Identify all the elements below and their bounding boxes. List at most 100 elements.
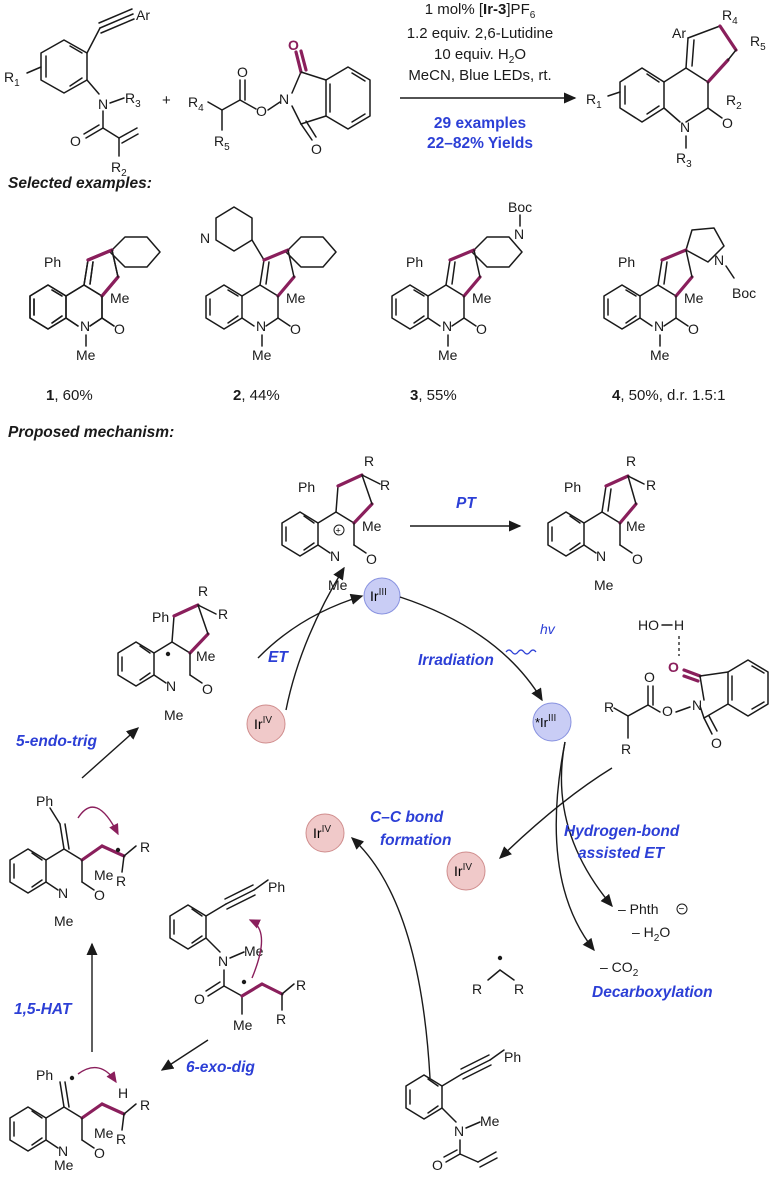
ir3-excited-label: *IrIII [535,713,556,730]
label-o: O [202,681,213,697]
alkyl-radical-intermediate: Ph R R Me N O Me [9,793,150,929]
label-me: Me [233,1017,253,1033]
label-me: Me [650,347,670,363]
reactant-nhpi-ester: R4 R5 O O N O O [188,37,371,157]
label-r1: R1 [4,69,20,89]
example-4: N Boc Ph Me N O Me [618,227,756,363]
exo-dig-arrow [160,1039,209,1071]
label-n: N [279,91,289,107]
label-me: Me [196,648,216,664]
nhpi-ester-hbond: HO H O O N O O R R [604,617,769,757]
alkyl-radical: R R [472,955,524,997]
endo-arrow [81,727,140,779]
label-o: O [476,321,487,337]
step-cc-1: C–C bond [370,809,444,826]
label-o: O [632,551,643,567]
example-2-label: 2, 44% [233,387,280,404]
byproduct-phth: – Phth [618,901,658,917]
cation-charge: + [336,526,341,536]
label-me: Me [438,347,458,363]
reactant-alkyne-acrylamide: Ar R1 N R3 O R2 [4,7,150,179]
label-ph: Ph [406,254,423,270]
step-decarboxylation: Decarboxylation [592,984,713,1001]
label-n: N [80,318,90,334]
label-r3: R3 [676,150,692,170]
label-me: Me [472,290,492,306]
label-hoh: HO [638,617,659,633]
label-n: N [256,318,266,334]
ir3-excited [532,702,572,742]
label-n: N [692,697,702,713]
hv-label: hv [540,621,556,637]
label-me: Me [110,290,130,306]
label-me: Me [94,1125,114,1141]
label-ph: Ph [36,793,53,809]
label-o: O [237,64,248,80]
label-o: O [194,991,205,1007]
label-me: Me [54,1157,74,1173]
label-me: Me [480,1113,500,1129]
label-n: N [442,318,452,334]
radical-cyclized-intermediate: Ph R R Me N O Me [117,583,228,723]
label-n: N [98,96,108,112]
label-r: R [140,1097,150,1113]
label-me: Me [54,913,74,929]
label-o: O [366,551,377,567]
label-ph: Ph [36,1067,53,1083]
label-o: O [311,141,322,157]
label-n: N [200,230,210,246]
label-ph: Ph [152,609,169,625]
label-r: R [380,477,390,493]
label-o: O [94,887,105,903]
step-hbond-1: Hydrogen-bond [564,823,680,840]
label-ph: Ph [44,254,61,270]
label-r5: R5 [750,33,766,53]
final-product: Ph R R Me N O Me [547,453,656,593]
label-o: O [290,321,301,337]
cyclohexane-ring [285,236,337,268]
label-o: O [256,103,267,119]
label-ph: Ph [298,479,315,495]
pyridine-ring [215,206,253,252]
step-1-5-hat: 1,5-HAT [14,1001,73,1018]
condition-water: 10 equiv. H2O [434,46,526,66]
label-o: O [711,735,722,751]
ir3-ground-state [363,577,401,615]
ir4-label: IrIV [454,862,472,879]
label-h: H [674,617,684,633]
label-o: O [70,133,81,149]
label-me: Me [76,347,96,363]
label-ar: Ar [136,7,150,23]
label-me: Me [252,347,272,363]
label-r1: R1 [586,91,602,111]
label-o: O [94,1145,105,1161]
ir4-label: IrIV [254,715,272,732]
label-o: O [722,115,733,131]
label-r: R [140,839,150,855]
example-2: N Me N O Me [200,206,337,363]
label-r: R [621,741,631,757]
label-r: R [646,477,656,493]
vinyl-radical-intermediate: Ph H R R Me N O Me [9,1066,150,1173]
label-ph: Ph [268,879,285,895]
label-n: N [58,885,68,901]
label-n: N [166,678,176,694]
label-me: Me [362,518,382,534]
ir4-label: IrIV [313,824,331,841]
example-1: Ph Me N O Me [44,236,161,363]
label-ar: Ar [672,25,686,41]
step-pt: PT [456,495,477,512]
label-r2: R2 [726,92,742,112]
label-n: N [330,548,340,564]
label-r: R [472,981,482,997]
label-r: R [116,1131,126,1147]
ir3-label: IrIII [370,587,387,604]
product-general: R1 Ar R4 R5 R2 O N R3 [586,7,766,170]
adduct-radical-intermediate: Ph N Me O Me R R [169,879,306,1033]
label-r5: R5 [214,133,230,153]
label-h: H [118,1085,128,1101]
label-o: O [688,321,699,337]
label-r3: R3 [125,90,141,110]
label-me: Me [244,943,264,959]
